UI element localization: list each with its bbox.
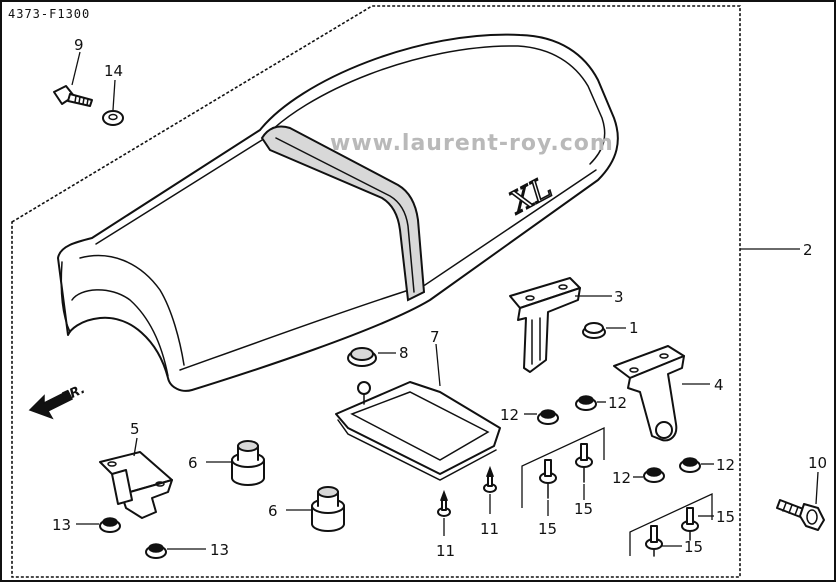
part-15-bolt-c: [681, 507, 699, 541]
callout-13-a: 13: [52, 516, 71, 534]
part-4-bracket: [613, 345, 685, 442]
callout-10: 10: [808, 454, 827, 472]
part-10-bolt: [776, 499, 825, 531]
part-6-damper-a: [231, 440, 265, 486]
bolt-group-frame-b: [629, 492, 713, 556]
assembly-frame: [11, 5, 741, 578]
part-15-bolt-d: [645, 525, 663, 557]
callout-6-a: 6: [188, 454, 198, 472]
callout-2: 2: [803, 241, 813, 259]
part-7-tray: [335, 381, 501, 481]
part-12-nut-a: [537, 409, 559, 425]
callout-15-c: 15: [716, 508, 735, 526]
callout-11-b: 11: [480, 520, 499, 538]
seat-strap: [260, 125, 426, 302]
seat-strap-stitch: [275, 137, 415, 293]
callout-12-b: 12: [608, 394, 627, 412]
part-5-bracket: [99, 451, 173, 519]
seat-assembly: XL: [57, 33, 619, 392]
part-12-nut-d: [679, 457, 701, 473]
part-3-bracket: [509, 277, 581, 373]
callout-15-b: 15: [574, 500, 593, 518]
part-11-screw-b: [483, 465, 497, 493]
seat-top-edge: [95, 45, 606, 245]
part-11-screw-a: [437, 489, 451, 517]
callout-14: 14: [104, 62, 123, 80]
seat-underside: [71, 289, 169, 377]
part-14-washer: [102, 110, 124, 126]
callout-12-a: 12: [500, 406, 519, 424]
seat-body: [57, 33, 619, 392]
part-13-nut-a: [99, 517, 121, 533]
direction-label: FR.: [59, 382, 87, 406]
part-12-nut-b: [575, 395, 597, 411]
callout-7: 7: [430, 328, 440, 346]
watermark-text: www.laurent-roy.com: [330, 131, 614, 156]
callout-12-c: 12: [612, 469, 631, 487]
part-1-nut: [582, 322, 606, 339]
callout-15-a: 15: [538, 520, 557, 538]
callout-6-b: 6: [268, 502, 278, 520]
callout-4: 4: [714, 376, 724, 394]
callout-12-d: 12: [716, 456, 735, 474]
part-12-nut-c: [643, 467, 665, 483]
part-15-bolt-b: [575, 443, 593, 483]
part-6-damper-b: [311, 486, 345, 532]
front-direction-indicator: FR.: [28, 382, 88, 420]
part-8-grommet: [347, 347, 377, 367]
diagram-code: 4373-F1300: [8, 7, 90, 21]
callout-9: 9: [74, 36, 84, 54]
bolt-group-frame-a: [521, 426, 605, 508]
seat-rear-hump: [79, 254, 185, 366]
seat-rear-lip: [60, 261, 71, 333]
front-arrow-icon: [28, 389, 74, 420]
callout-5: 5: [130, 420, 140, 438]
callout-15-d: 15: [684, 538, 703, 556]
part-9-bolt: [53, 85, 93, 107]
part-15-bolt-a: [539, 459, 557, 499]
callout-13-b: 13: [210, 541, 229, 559]
callout-3: 3: [614, 288, 624, 306]
callout-1: 1: [629, 319, 639, 337]
callout-11-a: 11: [436, 542, 455, 560]
callout-8: 8: [399, 344, 409, 362]
part-13-nut-b: [145, 543, 167, 559]
